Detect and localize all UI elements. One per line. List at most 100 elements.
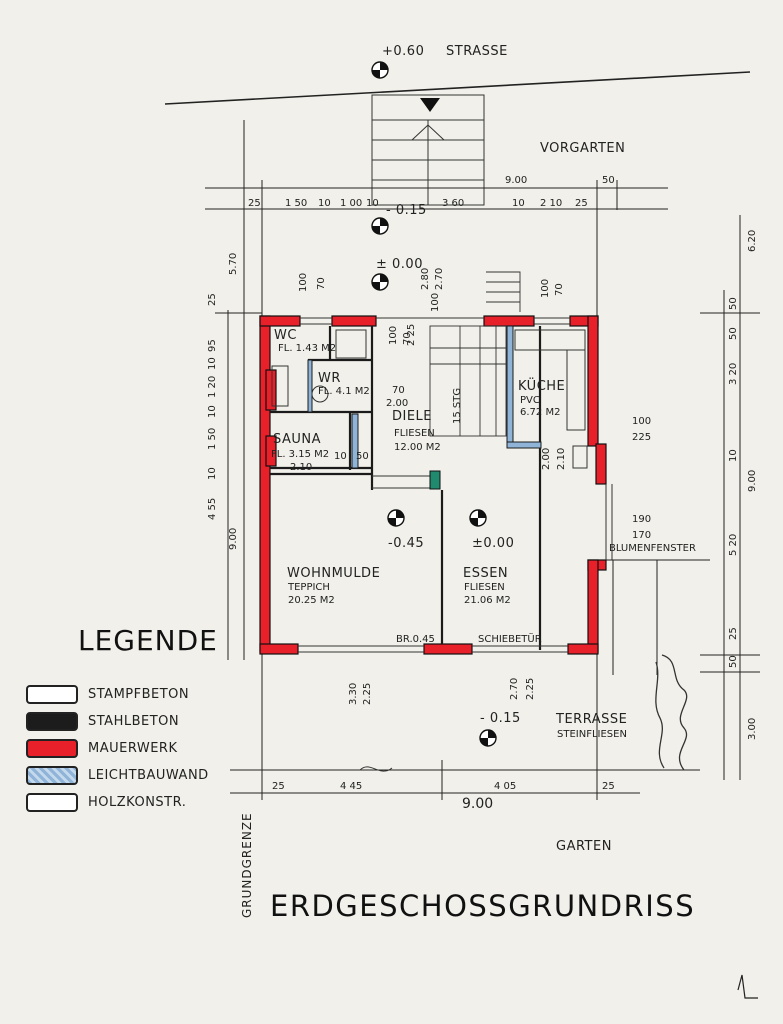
dim-right: 5 20 [728, 534, 739, 556]
garden-label: GARTEN [556, 839, 612, 854]
level-marker-icon [387, 509, 405, 527]
dim-right: 50 [728, 297, 739, 310]
dim-opening: 2.70 [434, 268, 445, 290]
dim-opening: 2.00 [541, 448, 552, 470]
dim-left-lower: 9.00 [228, 528, 239, 550]
dim-opening: 70 [402, 332, 413, 345]
room-name: ESSEN [463, 566, 508, 581]
dimension-lines [205, 120, 760, 800]
room-material: TEPPICH [287, 582, 330, 593]
level-entrance: - 0.15 [386, 203, 427, 218]
parapet-label: BR.0.45 [396, 634, 435, 645]
room-name: SAUNA [273, 432, 321, 447]
openings [298, 317, 570, 653]
dim-left: 10 [207, 357, 218, 370]
room-material: PVC [520, 395, 540, 406]
signature-mark [737, 974, 758, 999]
dim-opening: 70 [554, 283, 565, 296]
dim-top: 2 10 [540, 198, 562, 209]
level-marker-icon [371, 217, 389, 235]
dim-right-mid: 9.00 [747, 470, 758, 492]
level-dining: ±0.00 [472, 536, 514, 551]
room-material: FLIESEN [394, 428, 435, 439]
street-edge-line [164, 71, 751, 105]
dim-right: 3 20 [728, 363, 739, 385]
dim-opening: 2 25 [406, 324, 417, 346]
dim-opening: 100 [540, 279, 551, 298]
plot-boundary-label: GRUNDGRENZE [240, 812, 254, 918]
legend-label: LEICHTBAUWAND [88, 768, 209, 783]
dim-opening: 170 [632, 530, 651, 541]
room-name: WOHNMULDE [287, 566, 380, 581]
legend-item: STAMPFBETON [26, 681, 266, 708]
room-name: WC [274, 328, 297, 343]
legend-item: HOLZKONSTR. [26, 789, 266, 816]
room-name: KÜCHE [518, 377, 565, 394]
dim-bottom: 4 45 [340, 781, 362, 792]
flower-window-label: BLUMENFENSTER [609, 543, 696, 554]
legend-item: LEICHTBAUWAND [26, 762, 266, 789]
dim-right: 10 [728, 449, 739, 462]
level-entry-floor: ± 0.00 [376, 257, 423, 272]
dim-top: 1 50 [285, 198, 307, 209]
dim-left: 25 [207, 293, 218, 306]
legend-swatch [26, 712, 78, 731]
room-name: DIELE [392, 409, 432, 424]
level-terrace: - 0.15 [480, 711, 521, 726]
level-marker-icon [469, 509, 487, 527]
legend-item: STAHLBETON [26, 708, 266, 735]
room-area: 20.25 M2 [288, 595, 335, 606]
drawing-title: ERDGESCHOSSGRUNDRISS [270, 889, 696, 923]
break-mark [359, 766, 393, 772]
room-material: FLIESEN [464, 582, 505, 593]
legend: LEGENDE STAMPFBETON STAHLBETON MAUERWERK… [26, 624, 266, 816]
dim-top: 10 [318, 198, 331, 209]
dim-top: 25 [248, 198, 261, 209]
dim-left: 1 20 [207, 376, 218, 398]
dim-opening: 3.30 [348, 683, 359, 705]
dim-right: 25 [728, 627, 739, 640]
dim-opening: 2.70 [509, 678, 520, 700]
level-marker-icon [371, 273, 389, 291]
legend-label: STAHLBETON [88, 714, 180, 729]
dim-opening: 190 [632, 514, 651, 525]
terrace-label: TERRASSE [555, 712, 627, 727]
front-garden-label: VORGARTEN [540, 141, 625, 156]
dim-opening: 100 [388, 326, 399, 345]
plot-boundary: GRUNDGRENZE [238, 800, 260, 920]
dim-opening: 100 [298, 273, 309, 292]
entrance-arrow-icon [420, 98, 440, 112]
room-area: 21.06 M2 [464, 595, 511, 606]
legend-label: STAMPFBETON [88, 687, 190, 702]
dim-opening: 50 [356, 451, 369, 462]
legend-swatch [26, 739, 78, 758]
masonry-walls [259, 315, 607, 655]
dim-opening: 2.00 [386, 398, 408, 409]
dim-opening: 2.10 [556, 448, 567, 470]
dim-right-upper: 6.20 [747, 230, 758, 252]
dim-opening: 100 [430, 293, 441, 312]
level-street: +0.60 [382, 44, 424, 59]
room-area: FL. 3.15 M2 [271, 449, 329, 460]
dim-opening: 2.25 [525, 678, 536, 700]
dim-left: 1 50 [207, 428, 218, 450]
street-label: STRASSE [446, 44, 508, 59]
legend-label: HOLZKONSTR. [88, 795, 187, 810]
dim-opening: 225 [632, 432, 651, 443]
legend-title: LEGENDE [78, 624, 218, 657]
legend-item: MAUERWERK [26, 735, 266, 762]
level-marker-icon [479, 729, 497, 747]
room-area: 6.72 M2 [520, 407, 560, 418]
dim-left: 10 [207, 405, 218, 418]
dim-top-total: 9.00 [505, 175, 527, 186]
room-area: 12.00 M2 [394, 442, 441, 453]
kitchen-counter [514, 329, 588, 469]
dim-top-right: 50 [602, 175, 615, 186]
dim-left: 10 [207, 467, 218, 480]
dim-opening: 2.10 [290, 462, 312, 473]
dim-bottom: 25 [602, 781, 615, 792]
dim-bottom-total: 9.00 [462, 796, 493, 812]
room-name: WR [318, 371, 341, 386]
legend-swatch [26, 685, 78, 704]
level-marker-icon [371, 61, 497, 747]
